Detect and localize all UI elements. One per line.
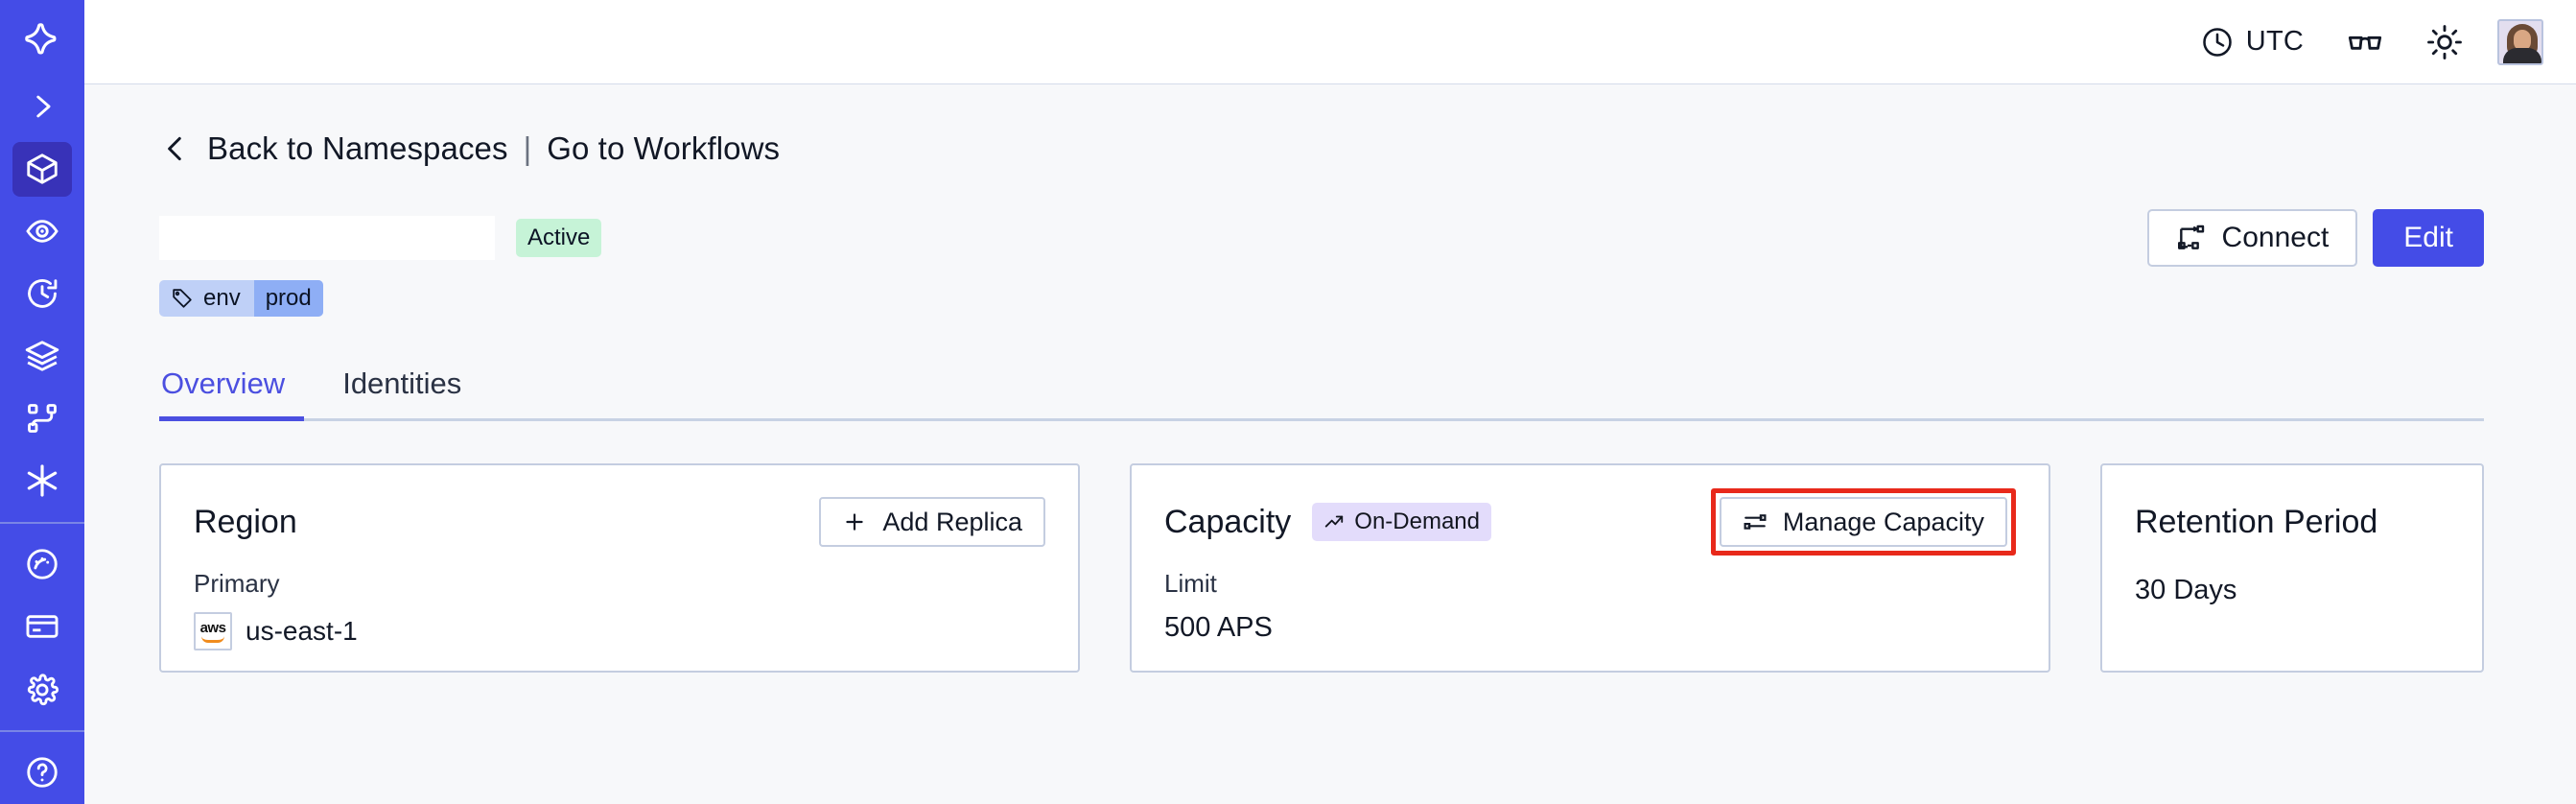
reading-mode-button[interactable] (2325, 13, 2405, 71)
tag-icon (173, 289, 192, 308)
edit-button[interactable]: Edit (2373, 209, 2484, 267)
region-primary-label: Primary (194, 569, 280, 598)
capacity-limit-value: 500 APS (1164, 612, 1273, 643)
tag-value: prod (253, 280, 323, 317)
help-circle-icon (27, 757, 58, 789)
capacity-mode-label: On-Demand (1354, 508, 1481, 534)
connect-flow-icon (2177, 225, 2204, 249)
theme-toggle-button[interactable] (2405, 13, 2484, 71)
avatar[interactable] (2497, 18, 2543, 65)
credit-card-icon (26, 615, 59, 639)
capacity-mode-badge: On-Demand (1312, 503, 1492, 541)
edit-button-label: Edit (2403, 222, 2453, 253)
go-to-workflows-link[interactable]: Go to Workflows (547, 130, 781, 166)
breadcrumb-separator: | (523, 130, 532, 166)
capacity-limit-label: Limit (1164, 569, 1217, 598)
page-content: Back to Namespaces | Go to Workflows Act… (84, 84, 2576, 804)
sidebar-item-workflows[interactable] (12, 391, 72, 446)
sidebar-item-help[interactable] (12, 745, 72, 800)
sidebar-divider-1 (0, 521, 84, 524)
eye-target-icon (26, 220, 59, 243)
manage-capacity-label: Manage Capacity (1782, 507, 1984, 536)
retention-card-title: Retention Period (2135, 503, 2378, 540)
tab-overview[interactable]: Overview (159, 367, 314, 421)
tab-bar: Overview Identities (159, 367, 2484, 421)
avatar-face (2514, 29, 2531, 51)
trend-up-icon (1325, 515, 1344, 528)
sun-icon (2427, 24, 2462, 59)
connect-button[interactable]: Connect (2146, 209, 2358, 267)
namespace-tag[interactable]: env prod (159, 280, 323, 317)
manage-capacity-button[interactable]: Manage Capacity (1719, 497, 2007, 547)
sidebar-item-integrations[interactable] (12, 454, 72, 508)
sidebar-item-billing[interactable] (12, 600, 72, 654)
region-card-header: Region Add Replica (194, 497, 1045, 547)
cube-icon (27, 154, 58, 184)
capacity-card: Capacity On-Demand (1130, 463, 2050, 673)
add-replica-label: Add Replica (882, 507, 1022, 536)
gauge-icon (27, 549, 58, 580)
region-value-row: aws us-east-1 (194, 612, 1045, 650)
glasses-icon (2348, 35, 2382, 50)
timezone-label: UTC (2245, 26, 2304, 57)
region-card: Region Add Replica Primary aws (159, 463, 1080, 673)
retention-value: 30 Days (2135, 575, 2237, 605)
gear-icon (27, 673, 59, 705)
header-actions: Connect Edit (2146, 209, 2484, 267)
connect-button-label: Connect (2221, 222, 2330, 253)
temporal-logo-icon[interactable] (9, 12, 76, 73)
back-to-namespaces-link[interactable]: Back to Namespaces (207, 130, 508, 166)
main-pane: UTC (84, 0, 2576, 804)
capacity-card-title: Capacity (1164, 503, 1292, 540)
region-value: us-east-1 (246, 616, 358, 646)
sidebar-item-namespaces[interactable] (12, 141, 72, 197)
left-sidebar (0, 0, 84, 804)
git-branch-icon (28, 404, 57, 434)
region-card-title: Region (194, 503, 297, 540)
chevron-left-icon[interactable] (159, 132, 192, 165)
tag-key: env (203, 285, 241, 311)
sidebar-item-settings[interactable] (12, 662, 72, 717)
tab-identities[interactable]: Identities (342, 367, 462, 400)
tags-row: env prod (159, 280, 2484, 317)
chevron-right-icon (36, 95, 51, 118)
retention-card-header: Retention Period (2135, 498, 2449, 546)
sidebar-item-usage[interactable] (12, 537, 72, 592)
capacity-card-header: Capacity On-Demand (1164, 488, 2016, 556)
manage-capacity-highlight: Manage Capacity (1710, 488, 2016, 556)
namespace-header: Active Connect Ed (159, 209, 2484, 267)
sidebar-divider-2 (0, 730, 84, 732)
layers-icon (25, 341, 59, 371)
sidebar-item-observability[interactable] (12, 204, 72, 259)
top-bar: UTC (84, 0, 2576, 84)
sidebar-item-expand-sidebar[interactable] (12, 79, 72, 133)
sidebar-item-layers[interactable] (12, 329, 72, 384)
breadcrumb: Back to Namespaces | Go to Workflows (159, 130, 2484, 167)
sidebar-item-history[interactable] (12, 267, 72, 321)
page-title (159, 216, 495, 260)
overview-cards: Region Add Replica Primary aws (159, 463, 2484, 673)
clock-icon (2203, 27, 2232, 57)
retention-card: Retention Period 30 Days (2100, 463, 2484, 673)
aws-logo: aws (194, 612, 232, 650)
timezone-selector[interactable]: UTC (2179, 13, 2325, 71)
asterisk-icon (27, 464, 58, 498)
status-badge: Active (516, 219, 602, 257)
avatar-body (2503, 47, 2541, 63)
add-replica-button[interactable]: Add Replica (819, 497, 1045, 547)
sliders-icon (1744, 514, 1767, 530)
plus-icon (846, 513, 864, 531)
history-clock-icon (28, 279, 58, 309)
